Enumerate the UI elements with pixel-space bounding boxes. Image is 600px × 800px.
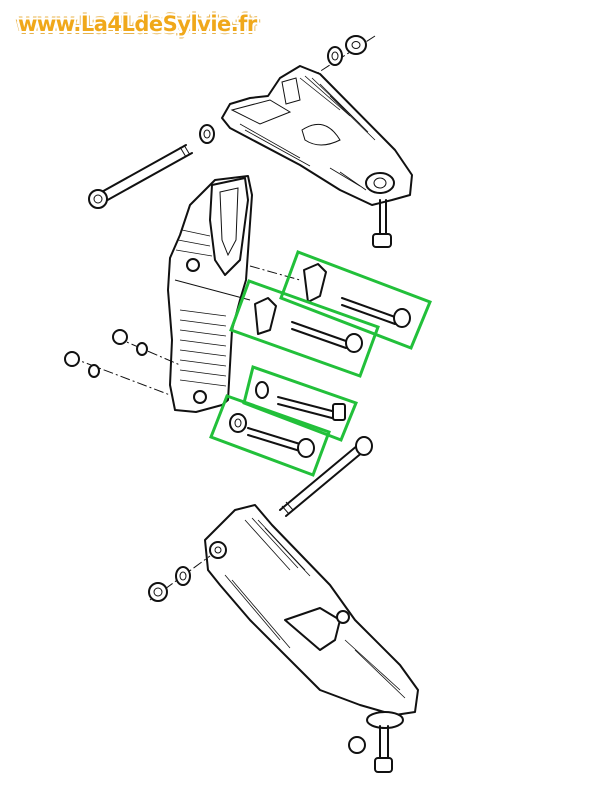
lower-nut-and-washer [148,555,211,602]
upper-washer-2 [199,124,215,144]
wedge-part-upper [303,263,411,328]
washer-hex-bolt [229,413,315,458]
lower-ball-joint [348,711,404,773]
lower-wishbone-arm [204,504,419,716]
suspension-bracket [167,175,301,413]
highlight-box-3 [242,365,358,442]
highlight-box-4 [209,394,331,477]
washer-square-bolt [255,381,346,421]
upper-wishbone-arm [221,65,413,206]
upper-ball-joint [372,199,392,248]
upper-pivot-bolt [88,144,193,209]
highlight-box-1 [279,250,432,350]
wedge-part-lower [254,297,363,353]
highlight-box-2 [229,279,380,378]
site-watermark: www.La4LdeSylvie.fr [18,12,257,36]
watermark-text: www.La4LdeSylvie.fr [18,12,257,36]
highlight-boxes [209,250,432,477]
upper-washer [327,46,343,66]
bracket-nuts-and-washers [64,329,181,396]
lower-pivot-bolt [279,436,373,517]
